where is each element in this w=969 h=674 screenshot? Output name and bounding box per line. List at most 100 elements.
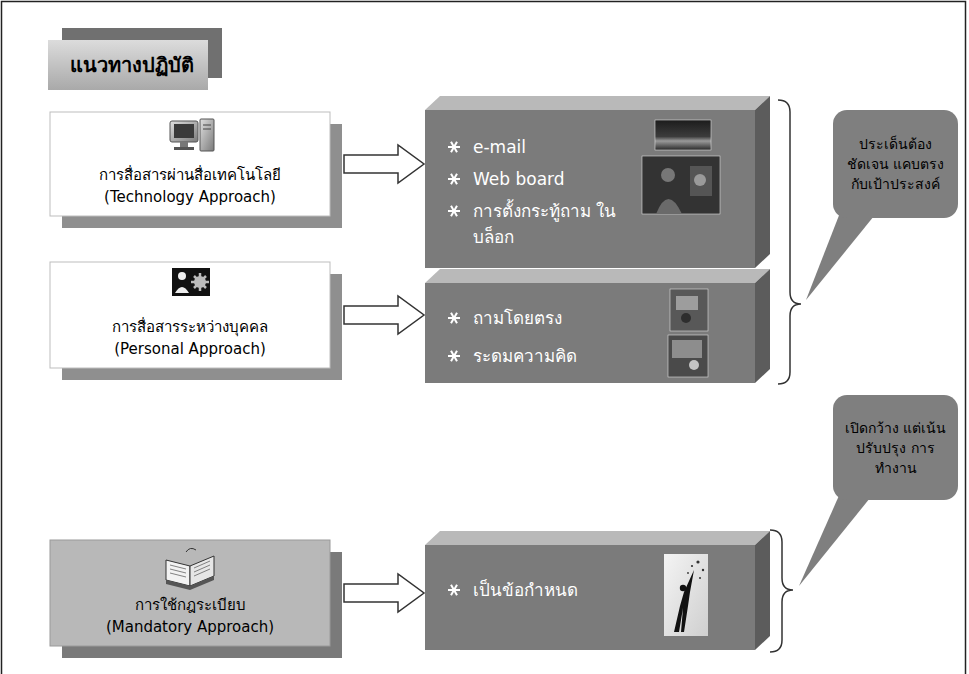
bullet-list: ถามโดยตรงระดมความคิด xyxy=(447,305,637,369)
bullet-item: ถามโดยตรง xyxy=(447,305,637,331)
approach-text: การใช้กฎระเบียบ xyxy=(60,594,320,616)
book-icon xyxy=(194,561,210,568)
bullet-item: เป็นข้อกำหนด xyxy=(447,577,637,603)
brace xyxy=(770,100,801,652)
photo xyxy=(689,360,699,370)
bullet-star xyxy=(451,206,457,216)
people-gear-icon xyxy=(172,268,210,296)
title-tab-shape xyxy=(48,28,222,90)
method-box-3d xyxy=(425,283,755,383)
computer-icon xyxy=(174,124,194,138)
bullet-star xyxy=(451,142,457,152)
book-icon xyxy=(170,573,186,577)
photo xyxy=(690,166,712,196)
bullet-star xyxy=(451,142,457,152)
method-box-3d xyxy=(425,110,755,268)
method-text: การตั้งกระทู้ถาม ในบล็อก xyxy=(473,198,637,250)
bullet-star xyxy=(447,583,461,597)
title-tab-shape xyxy=(48,40,208,90)
bullet-star xyxy=(447,172,461,186)
photo xyxy=(676,296,698,310)
approach-box: การสื่อสารระหว่างบุคคล(Personal Approach… xyxy=(50,262,330,368)
method-box-3d xyxy=(755,96,770,268)
block-arrow xyxy=(344,574,424,612)
bullet-star xyxy=(451,206,457,216)
book-icon xyxy=(194,569,210,576)
photo xyxy=(670,289,708,331)
bullet-star xyxy=(451,351,457,361)
star-figure-picture xyxy=(687,572,689,574)
bullet-item: Web board xyxy=(447,166,637,192)
callout-text: ประเด็นต้อง ชัดเจน แคบตรง กับเป้าประสงค์ xyxy=(841,134,950,194)
method-text: Web board xyxy=(473,166,565,192)
bullet-list: e-mailWeb board การตั้งกระทู้ถาม ในบล็อก xyxy=(447,134,637,250)
photo xyxy=(681,313,691,323)
approach-box xyxy=(50,540,330,646)
method-box-3d xyxy=(755,531,770,650)
method-box-3d xyxy=(425,531,770,545)
people-gear-icon xyxy=(172,268,210,296)
star-figure-picture xyxy=(664,554,708,636)
photo xyxy=(656,199,682,214)
book-icon xyxy=(166,576,214,590)
book-icon xyxy=(170,561,210,577)
computer-icon xyxy=(203,125,211,126)
people-gear-icon xyxy=(175,287,189,293)
people-gear-icon xyxy=(191,273,209,291)
star-figure-picture xyxy=(664,554,708,636)
bullet-star xyxy=(451,351,457,361)
approach-text: (Personal Approach) xyxy=(60,338,320,360)
computer-icon xyxy=(174,147,194,150)
method-text: e-mail xyxy=(473,134,526,160)
bullet-star xyxy=(447,204,461,218)
bullet-star xyxy=(451,585,457,595)
title: แนวทางปฏิบัติ xyxy=(48,40,208,90)
callout-bubble: ประเด็นต้อง ชัดเจน แคบตรง กับเป้าประสงค์ xyxy=(833,110,958,218)
computer-icon xyxy=(180,142,188,147)
approach-box: การสื่อสารผ่านสื่อเทคโนโลยี(Technology A… xyxy=(50,112,330,216)
method-text: ถามโดยตรง xyxy=(473,305,562,331)
star-figure-picture xyxy=(702,569,704,571)
callout-bubble: เปิดกว้าง แต่เน้นปรับปรุง การทำงาน xyxy=(833,395,958,500)
method-text: เป็นข้อกำหนด xyxy=(473,577,578,603)
photo xyxy=(661,168,675,182)
approach-text: (Mandatory Approach) xyxy=(60,616,320,638)
approach-box xyxy=(50,112,342,658)
method-box-3d xyxy=(755,269,770,383)
method-box-3d xyxy=(425,96,770,650)
approach-text: การสื่อสารระหว่างบุคคล xyxy=(60,316,320,338)
photo xyxy=(694,174,706,186)
book-icon xyxy=(170,569,186,573)
book-icon xyxy=(194,565,210,572)
star-figure-picture xyxy=(680,585,686,591)
method-box-3d xyxy=(425,545,755,650)
approach-text: (Technology Approach) xyxy=(60,186,320,208)
people-gear-icon xyxy=(194,276,206,288)
bullet-item: e-mail xyxy=(447,134,637,160)
method-box-3d xyxy=(425,96,770,110)
brace xyxy=(778,100,801,384)
photo xyxy=(672,340,702,358)
computer-icon xyxy=(200,119,214,151)
star-figure-picture xyxy=(674,570,694,632)
photo xyxy=(655,120,711,150)
bullet-item: การตั้งกระทู้ถาม ในบล็อก xyxy=(447,198,637,250)
method-box: e-mailWeb board การตั้งกระทู้ถาม ในบล็อก xyxy=(425,110,755,268)
callout-tail xyxy=(799,200,874,586)
bullet-star xyxy=(447,311,461,325)
book-icon xyxy=(186,548,196,552)
star-figure-picture xyxy=(691,565,693,567)
method-text: ระดมความคิด xyxy=(473,343,577,369)
method-box: ถามโดยตรงระดมความคิด xyxy=(425,283,755,383)
computer-icon xyxy=(170,119,214,151)
people-gear-icon xyxy=(178,272,186,280)
bullet-item: ระดมความคิด xyxy=(447,343,637,369)
bullet-star xyxy=(447,349,461,363)
bullet-star xyxy=(451,174,457,184)
photo xyxy=(668,335,708,377)
approach-text: การสื่อสารผ่านสื่อเทคโนโลยี xyxy=(60,164,320,186)
method-box: เป็นข้อกำหนด xyxy=(425,545,755,650)
